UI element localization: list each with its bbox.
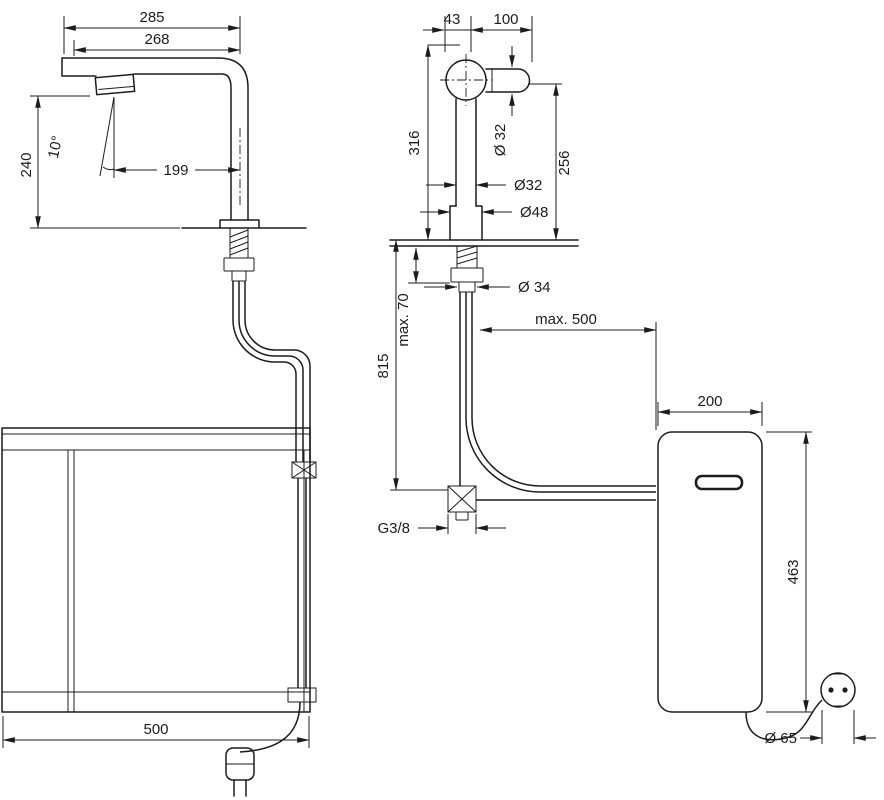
mounting-nut bbox=[223, 257, 255, 272]
plug-pin-hole bbox=[842, 687, 848, 693]
spout-centerlines bbox=[440, 54, 492, 106]
dim-43-100: 43 100 bbox=[423, 11, 533, 62]
power-plug-side bbox=[225, 747, 255, 797]
cabinet bbox=[1, 427, 311, 713]
dim-handle-dia: Ø 32 bbox=[492, 46, 515, 157]
power-cord-left bbox=[239, 701, 301, 753]
dim-base-dia: Ø48 bbox=[420, 204, 548, 221]
dim-label-top-small: 43 bbox=[444, 11, 461, 28]
power-plug-face bbox=[820, 672, 856, 708]
faucet-side-outline bbox=[61, 57, 249, 221]
dim-label-handle-height: 256 bbox=[556, 150, 573, 175]
filter-tank bbox=[657, 431, 823, 741]
dim-label-deck-max: max. 70 bbox=[395, 293, 412, 346]
dim-label-hose-length: 815 bbox=[375, 353, 392, 378]
faucet-side-base bbox=[181, 219, 307, 282]
dim-label-reach-max: max. 500 bbox=[535, 311, 597, 328]
mounting-nut-front bbox=[450, 267, 484, 283]
handle bbox=[485, 68, 531, 93]
dim-500: 500 bbox=[2, 716, 310, 748]
base-cylinder bbox=[449, 205, 483, 241]
side-view-hoses bbox=[232, 281, 317, 753]
dim-label-angle: 10° bbox=[45, 134, 66, 160]
dim-815: 815 bbox=[375, 239, 448, 491]
dim-200: 200 bbox=[657, 393, 763, 426]
tank-logo-slot bbox=[694, 474, 744, 491]
side-view: 285 268 240 10° 199 bbox=[1, 9, 317, 797]
front-view: 43 100 316 256 Ø 32 Ø32 bbox=[375, 11, 876, 747]
dim-label-body-dia: Ø32 bbox=[514, 177, 542, 194]
power-cord-right bbox=[745, 699, 823, 741]
aerator-head bbox=[94, 73, 136, 96]
dim-label-reach: 199 bbox=[163, 162, 188, 179]
front-view-hoses bbox=[447, 292, 656, 521]
dim-deck-max: max. 70 bbox=[395, 247, 450, 347]
dim-463: 463 bbox=[766, 431, 812, 713]
cord-outlet-box bbox=[287, 687, 317, 703]
dim-316: 316 bbox=[406, 44, 460, 241]
dim-thread: G3/8 bbox=[377, 514, 506, 537]
dim-268: 268 bbox=[73, 31, 241, 56]
dim-label-inner: 268 bbox=[144, 31, 169, 48]
plug-pin-hole bbox=[828, 687, 834, 693]
dim-label-thread: G3/8 bbox=[377, 520, 410, 537]
dim-199: 199 bbox=[113, 161, 241, 179]
dim-label-tank-width: 200 bbox=[697, 393, 722, 410]
dim-label-handle-dia: Ø 32 bbox=[492, 124, 509, 157]
dim-shank-dia: Ø 34 bbox=[424, 279, 551, 296]
dim-label-tank-height: 463 bbox=[785, 559, 802, 584]
dim-label-top-large: 100 bbox=[493, 11, 518, 28]
angle-valve-fitting bbox=[447, 485, 477, 513]
counter-front bbox=[389, 239, 579, 247]
faucet-front-outline bbox=[389, 54, 579, 293]
dim-256: 256 bbox=[528, 83, 573, 241]
dim-label-overall: 285 bbox=[139, 9, 164, 26]
dim-label-total-height: 316 bbox=[406, 130, 423, 155]
angle-indicator: 10° bbox=[45, 96, 115, 178]
dim-240: 240 bbox=[18, 95, 180, 229]
dim-body-dia: Ø32 bbox=[426, 177, 542, 194]
plug-pins bbox=[233, 779, 247, 797]
dim-label-base-dia: Ø48 bbox=[520, 204, 548, 221]
dim-label-height: 240 bbox=[18, 152, 35, 177]
dim-reach-max: max. 500 bbox=[479, 311, 657, 430]
dim-label-cabinet-width: 500 bbox=[143, 721, 168, 738]
dim-label-shank-dia: Ø 34 bbox=[518, 279, 551, 296]
thread-hatching bbox=[229, 229, 249, 256]
dim-label-plug-dia: Ø 65 bbox=[764, 730, 797, 747]
thread-hatching-front bbox=[456, 245, 478, 265]
dim-plug-dia: Ø 65 bbox=[764, 710, 876, 747]
